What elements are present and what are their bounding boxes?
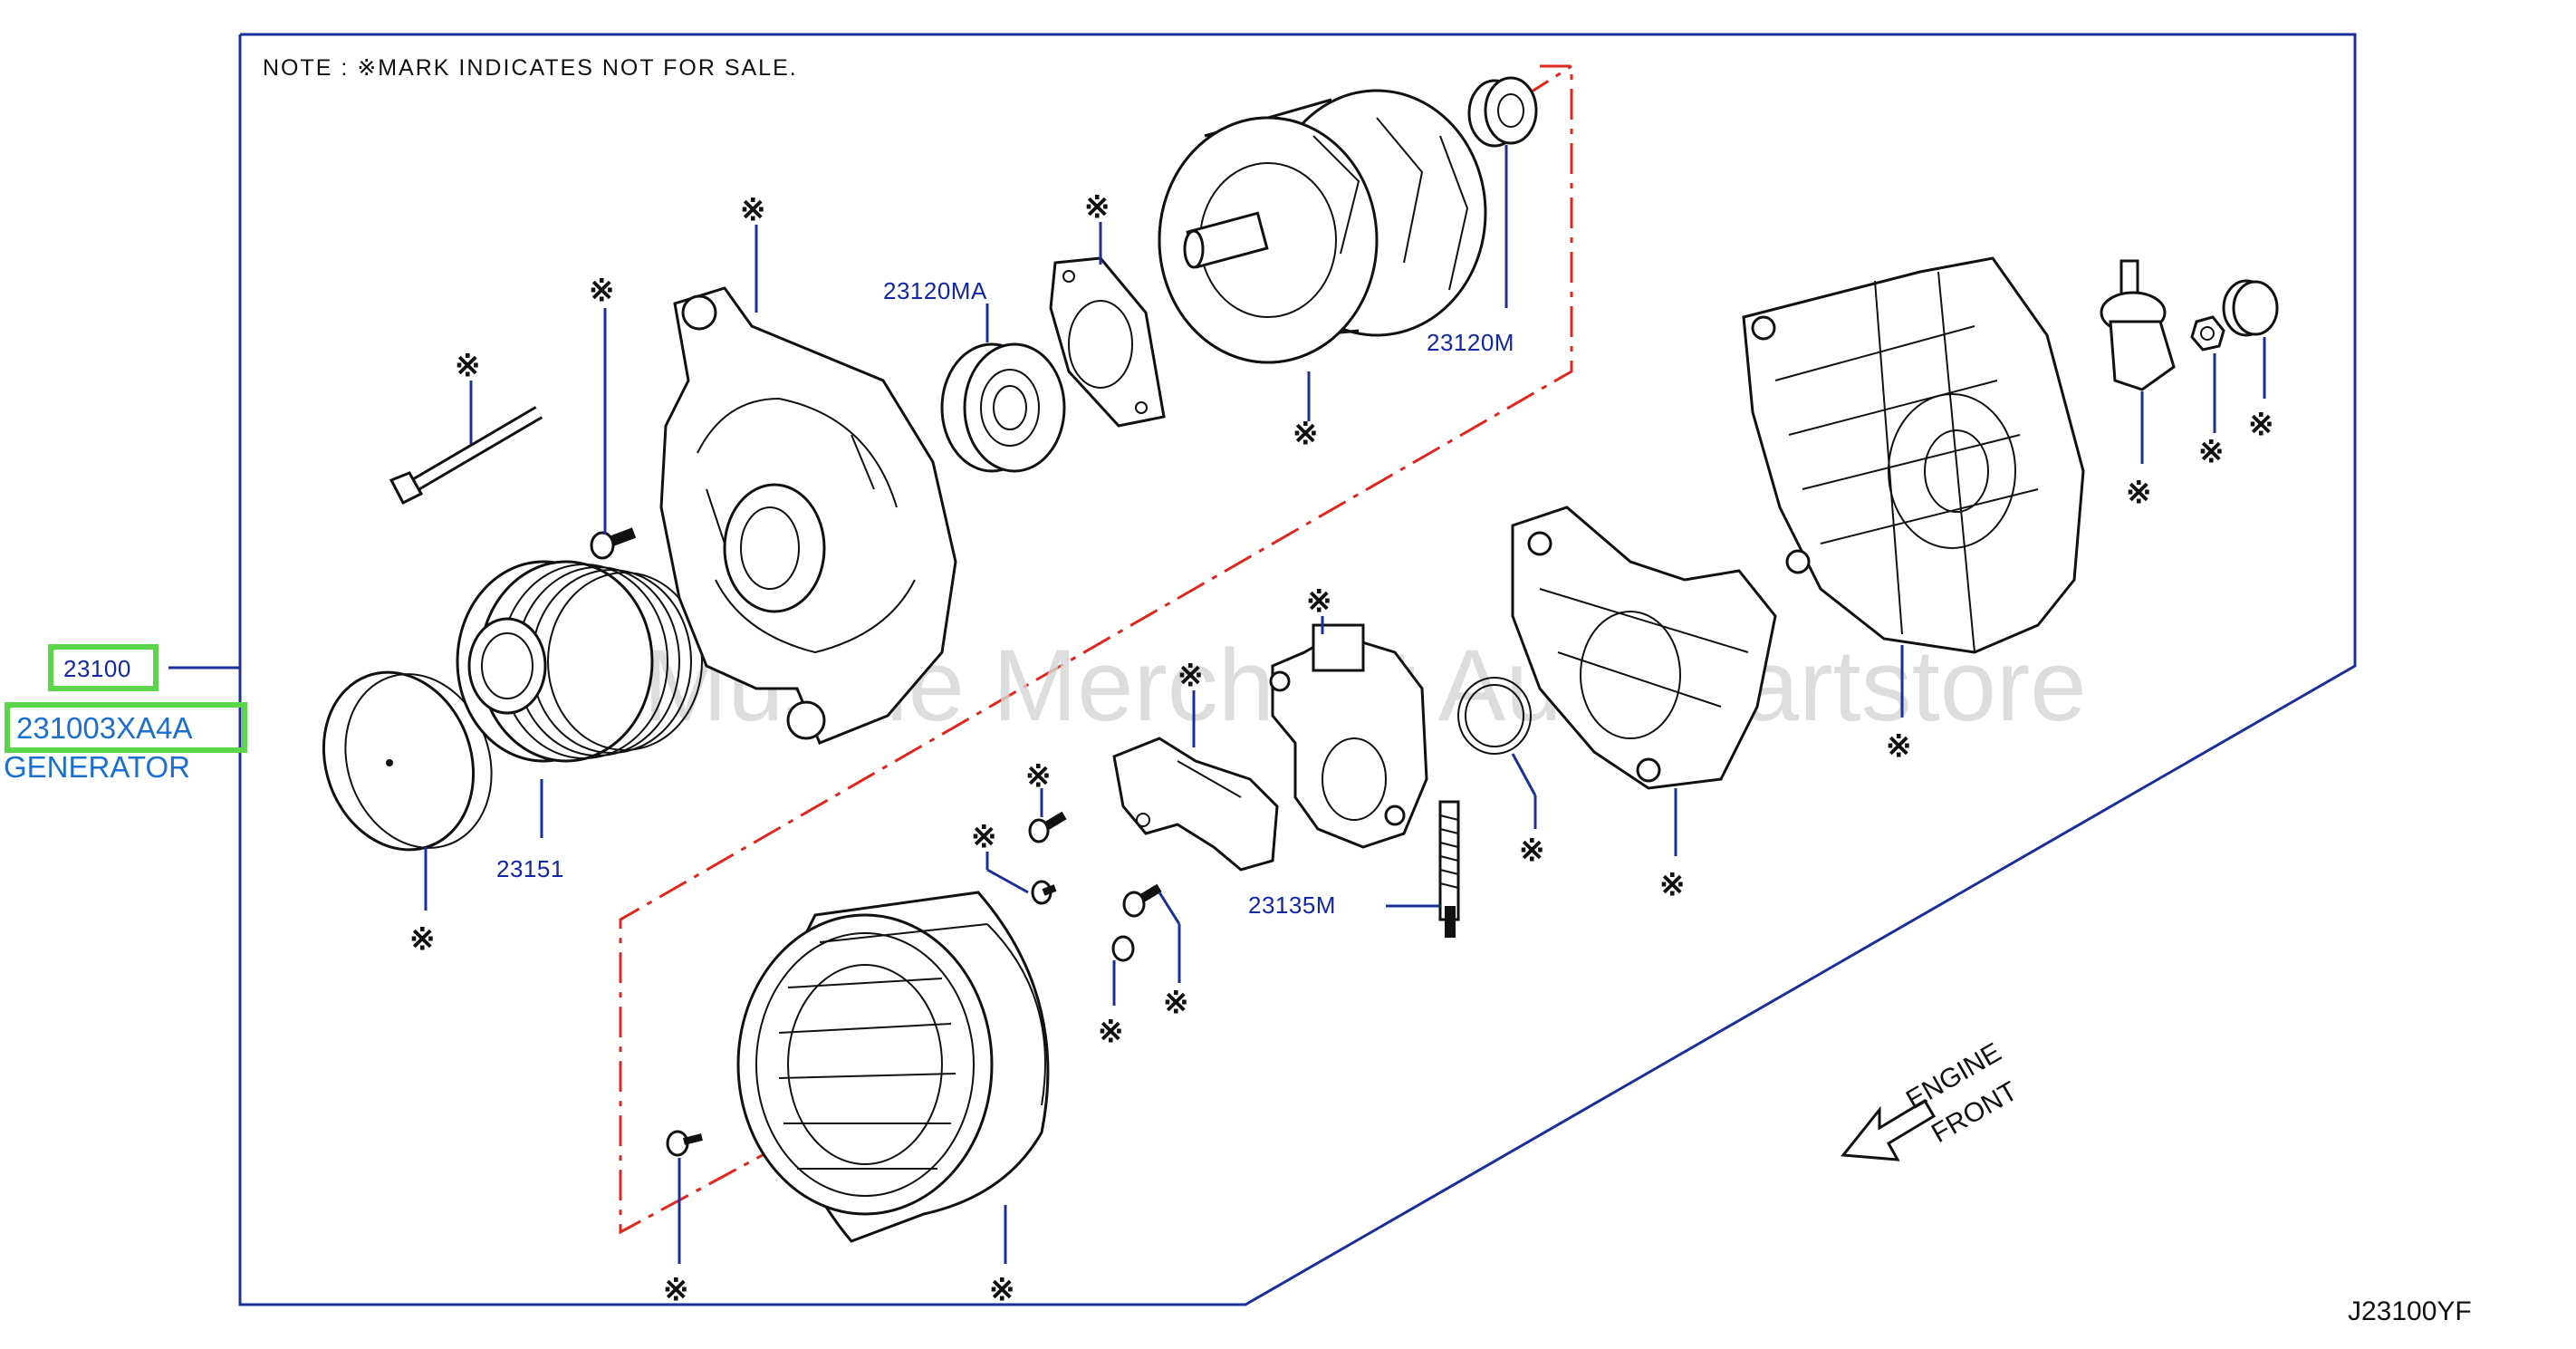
stator-mark: ※ <box>989 1273 1015 1307</box>
terminal-nut-mark: ※ <box>2198 435 2225 469</box>
terminal-cap-part[interactable] <box>2222 279 2279 337</box>
rotor-mark: ※ <box>1293 417 1319 451</box>
screw-c-leader1 <box>1158 891 1181 925</box>
front-housing-part[interactable] <box>659 286 957 745</box>
front-screw-mark: ※ <box>589 274 615 308</box>
brush-cover-mark: ※ <box>1177 659 1204 693</box>
front-housing-mark: ※ <box>740 193 766 227</box>
screw-a-mark: ※ <box>1025 759 1052 794</box>
front-screw-part[interactable] <box>590 527 637 560</box>
terminal-cap-mark: ※ <box>2248 408 2274 442</box>
rotor-part[interactable] <box>1158 89 1487 364</box>
assembly-part-number[interactable]: 231003XA4A <box>16 711 193 745</box>
brush-cover-part[interactable] <box>1112 737 1279 872</box>
regulator-part[interactable] <box>1269 623 1428 849</box>
through-bolt-mark: ※ <box>455 349 481 383</box>
retainer-plate-part[interactable] <box>1049 256 1166 428</box>
assembly-frame <box>238 33 2357 1306</box>
screw-d-mark: ※ <box>1098 1015 1124 1049</box>
snap-ring-mark: ※ <box>1519 833 1545 868</box>
rear-housing-part[interactable] <box>1742 256 2085 654</box>
screw-c-part[interactable] <box>1122 883 1162 918</box>
screw-b-part[interactable] <box>1031 880 1057 905</box>
stator-screw-part[interactable] <box>666 1130 703 1157</box>
assembly-code-highlight <box>48 644 159 691</box>
brush-part[interactable] <box>1438 800 1460 938</box>
terminal-bolt-part[interactable] <box>2100 259 2176 391</box>
screw-b-leader2 <box>986 868 1029 894</box>
front-bearing-part[interactable] <box>940 342 1066 473</box>
engine-front-arrow-icon <box>1841 1098 1937 1161</box>
pulley-part[interactable] <box>456 560 703 763</box>
pulley-cover-part[interactable] <box>300 651 515 872</box>
screw-b-mark: ※ <box>971 820 997 854</box>
screw-c-mark: ※ <box>1163 986 1189 1020</box>
rear-housing-mark: ※ <box>1886 729 1912 764</box>
regulator-mark: ※ <box>1306 584 1332 619</box>
snap-ring-part[interactable] <box>1457 677 1532 755</box>
pulley-cover-mark: ※ <box>409 922 436 957</box>
part-number-highlight <box>5 702 247 753</box>
pulley-label[interactable]: 23151 <box>496 855 564 882</box>
assembly-name: GENERATOR <box>4 750 190 784</box>
rectifier-part[interactable] <box>1511 506 1777 790</box>
diagram-code: J23100YF <box>2348 1296 2472 1326</box>
rear-bearing-part[interactable] <box>1467 76 1538 148</box>
retainer-plate-mark: ※ <box>1084 190 1110 225</box>
snap-ring-leader1 <box>1511 753 1537 796</box>
stator-screw-mark: ※ <box>663 1273 689 1307</box>
note-text: NOTE : ※MARK INDICATES NOT FOR SALE. <box>263 55 798 81</box>
rotor-label[interactable]: 23120M <box>1427 329 1514 356</box>
stator-part[interactable] <box>736 891 1050 1243</box>
rectifier-mark: ※ <box>1659 868 1686 902</box>
assembly-code[interactable]: 23100 <box>63 655 131 682</box>
terminal-bolt-mark: ※ <box>2126 476 2152 510</box>
terminal-nut-part[interactable] <box>2190 315 2225 352</box>
callout-boundary <box>619 64 1573 1235</box>
through-bolt-part[interactable] <box>389 406 543 506</box>
screw-d-part[interactable] <box>1111 935 1135 962</box>
screw-a-part[interactable] <box>1028 811 1067 843</box>
brush-label[interactable]: 23135M <box>1248 891 1336 919</box>
front-bearing-label[interactable]: 23120MA <box>883 277 987 304</box>
